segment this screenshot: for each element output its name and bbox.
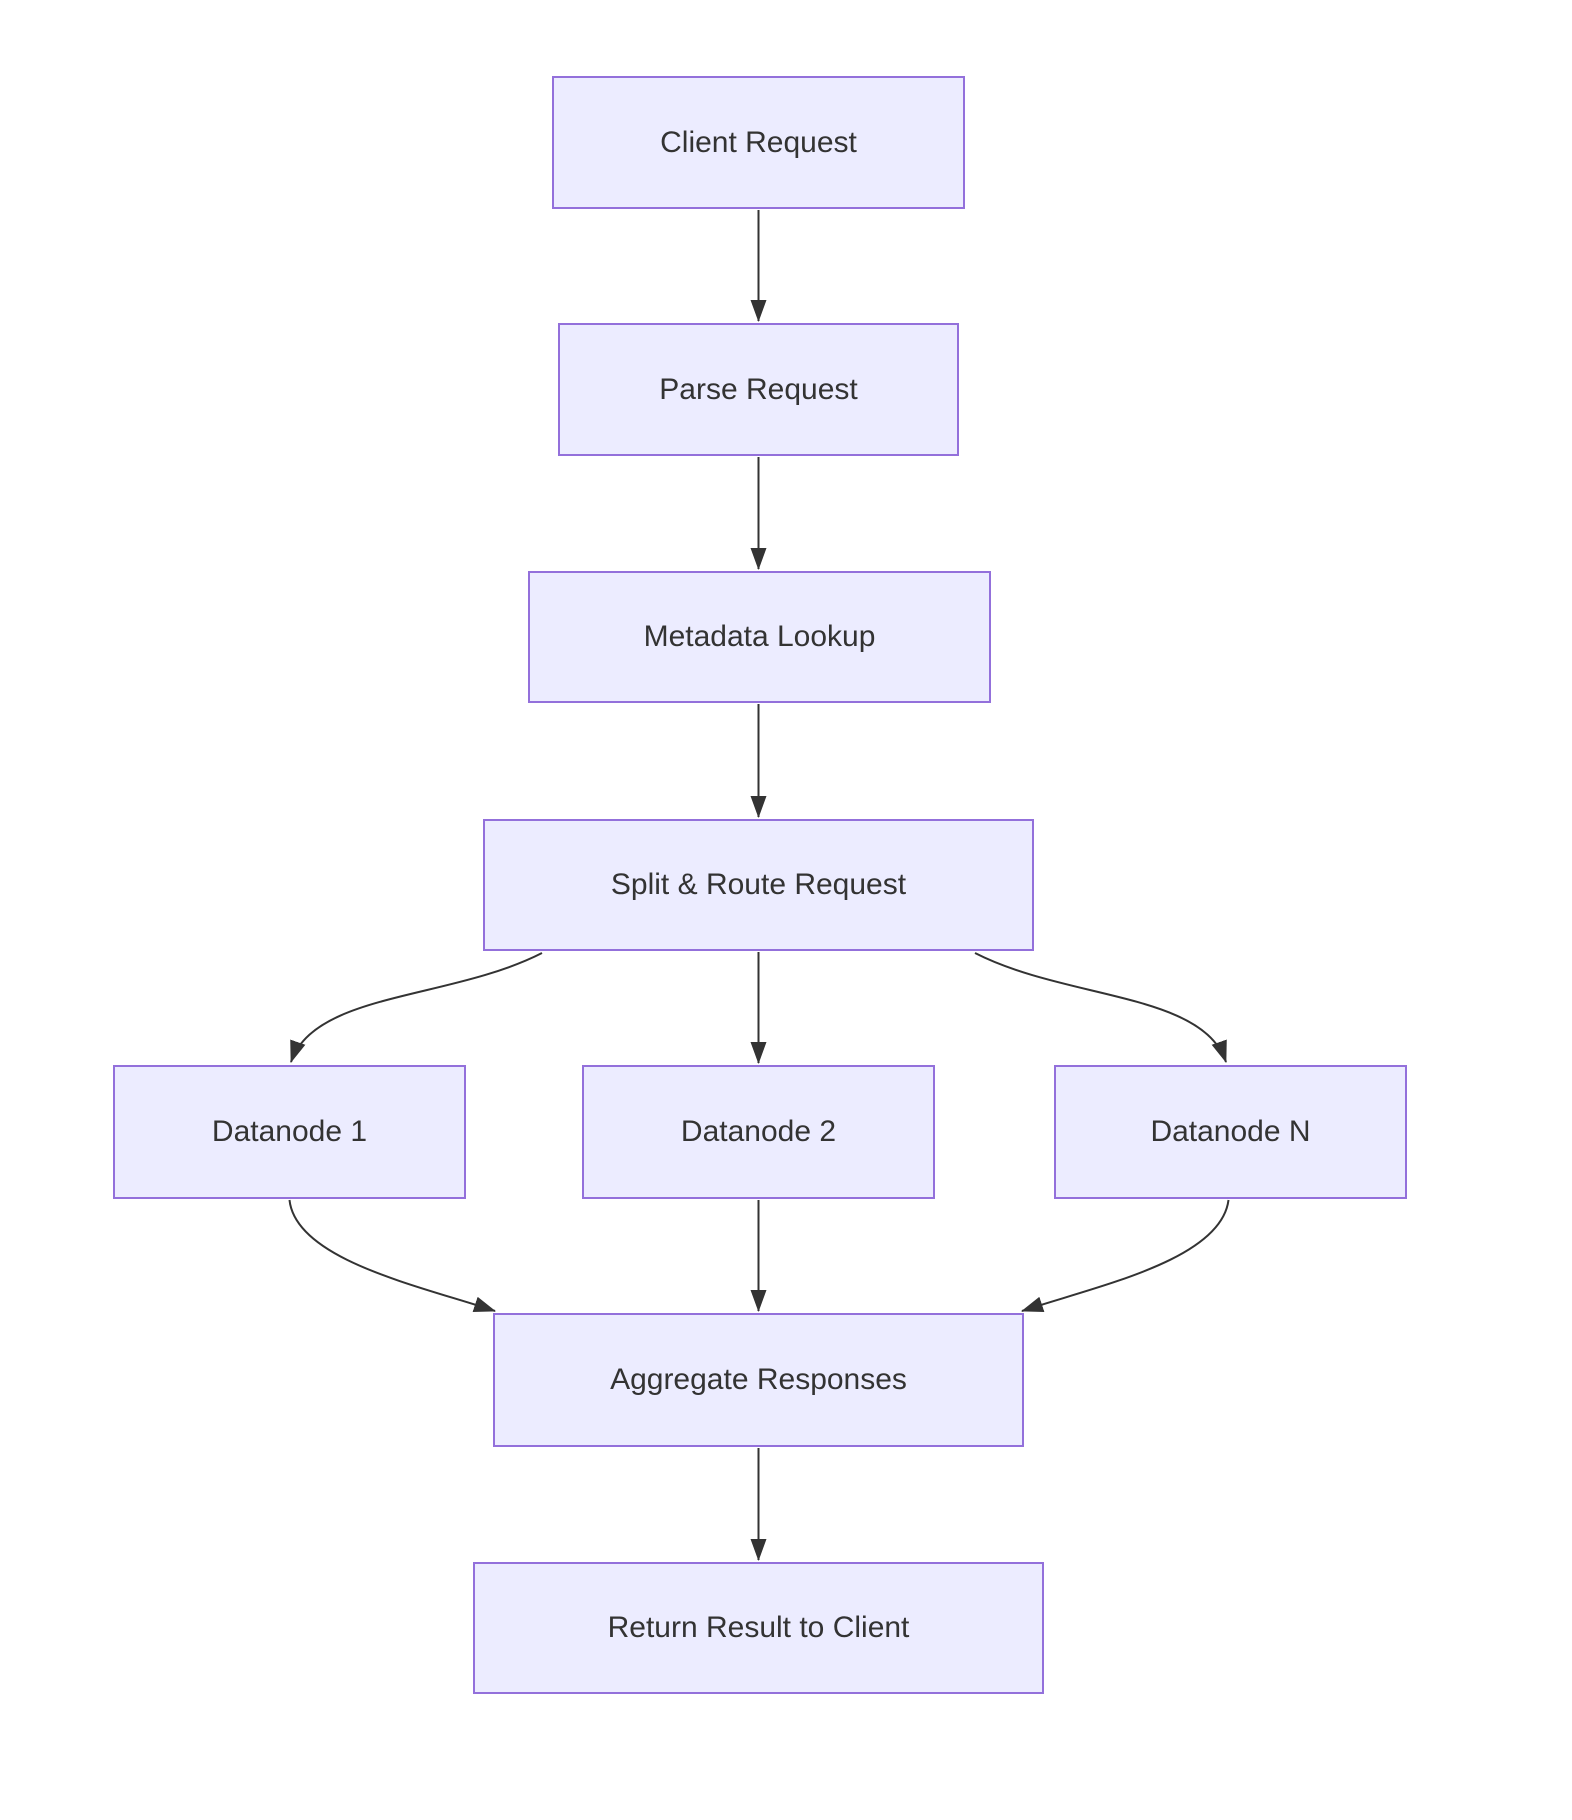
node-label: Aggregate Responses [610,1363,907,1396]
node-label: Client Request [660,125,857,159]
node-label: Split & Route Request [610,868,907,901]
node-label: Return Result to Client [607,1611,910,1644]
node-aggregate-responses: Aggregate Responses [493,1313,1024,1447]
edge-datanode-n-to-aggregate [1021,1199,1230,1312]
node-label: Datanode N [1150,1115,1311,1148]
node-split-route-request: Split & Route Request [483,819,1034,951]
node-label: Datanode 1 [211,1115,368,1148]
node-metadata-lookup: Metadata Lookup [528,571,991,703]
node-datanode-2: Datanode 2 [582,1065,935,1199]
node-return-result: Return Result to Client [473,1562,1044,1694]
node-label: Parse Request [659,372,858,406]
node-label: Metadata Lookup [643,620,876,653]
edge-split-to-datanode-n [974,952,1227,1063]
node-parse-request: Parse Request [558,323,959,456]
node-datanode-1: Datanode 1 [113,1065,466,1199]
node-datanode-n: Datanode N [1054,1065,1407,1199]
node-client-request: Client Request [552,76,965,209]
edge-split-to-datanode-1 [290,952,543,1063]
node-label: Datanode 2 [680,1115,837,1148]
edge-datanode-1-to-aggregate [288,1199,496,1312]
